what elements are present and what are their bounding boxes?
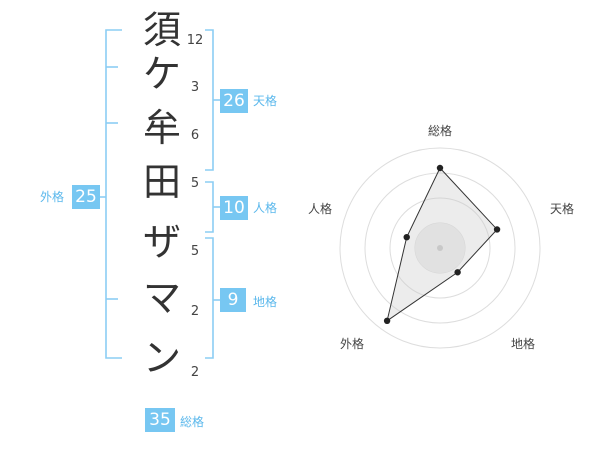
gaikaku-label: 外格 xyxy=(40,190,65,204)
stroke-count-7: 2 xyxy=(190,365,200,380)
name-char-4: 田 xyxy=(142,160,181,204)
name-char-3: 牟 xyxy=(142,106,181,150)
radar-point-4 xyxy=(383,317,391,325)
stroke-count-2: 3 xyxy=(190,80,200,95)
stroke-count-5: 5 xyxy=(190,244,200,259)
soukaku-label: 総格 xyxy=(180,415,205,429)
radar-axis-label-chikaku: 地格 xyxy=(511,337,536,351)
radar-axis-label-jinkaku: 人格 xyxy=(308,202,333,216)
name-char-7: ン xyxy=(142,336,181,380)
name-char-5: ザ xyxy=(142,220,181,264)
radar-series-polygon xyxy=(386,167,498,322)
tenkaku-label: 天格 xyxy=(253,94,278,108)
name-char-1: 須 xyxy=(142,8,181,52)
chikaku-value: 9 xyxy=(220,288,246,312)
tenkaku-value: 26 xyxy=(220,89,248,113)
radar-point-5 xyxy=(403,233,410,241)
radar-point-3 xyxy=(454,269,461,276)
radar-ring xyxy=(339,147,541,349)
stroke-count-3: 6 xyxy=(190,128,200,143)
chikaku-bracket xyxy=(205,237,214,359)
gaikaku-bracket xyxy=(105,29,122,359)
name-char-6: マ xyxy=(142,276,181,320)
radar-axis-label-tenkaku: 天格 xyxy=(550,202,575,216)
radar-point-1 xyxy=(436,164,444,172)
radar-axis-label-gaikaku: 外格 xyxy=(340,337,365,351)
stroke-count-6: 2 xyxy=(190,304,200,319)
soukaku-value: 35 xyxy=(145,408,175,432)
chikaku-label: 地格 xyxy=(253,295,278,309)
radar-center-dot xyxy=(437,245,443,251)
jinkaku-value: 10 xyxy=(220,196,248,220)
radar-ring xyxy=(389,197,491,299)
name-char-2: ケ xyxy=(142,52,181,96)
gaikaku-value: 25 xyxy=(72,185,100,209)
radar-axis-label-soukaku: 総格 xyxy=(428,124,453,138)
radar-point-2 xyxy=(493,226,501,233)
stroke-count-1: 12 xyxy=(186,33,204,48)
jinkaku-label: 人格 xyxy=(253,201,278,215)
stroke-count-4: 5 xyxy=(190,176,200,191)
radar-ring xyxy=(364,172,516,324)
